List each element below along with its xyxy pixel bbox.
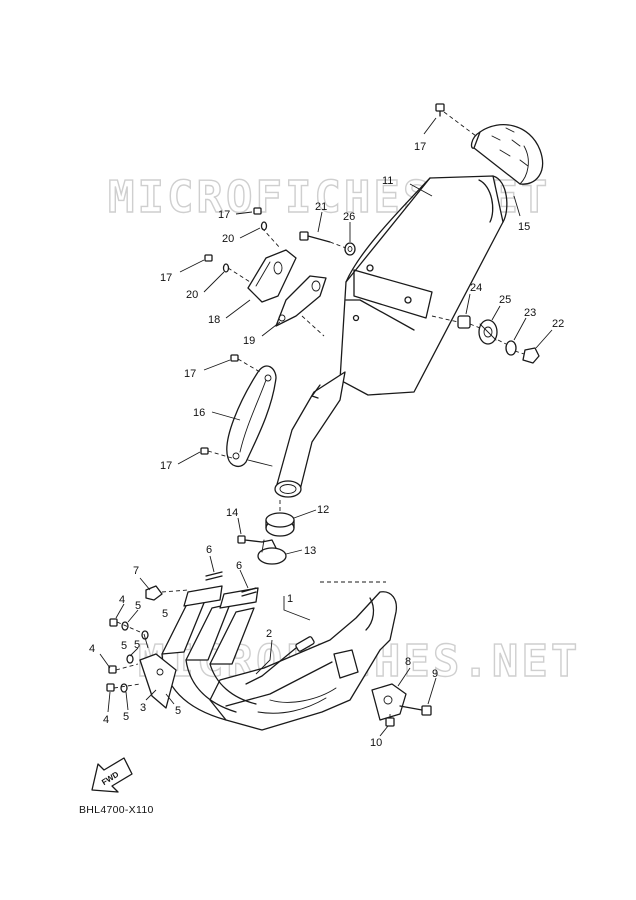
callout-20: 20: [186, 289, 198, 301]
callout-14: 14: [226, 507, 238, 519]
nut-part-22[interactable]: [522, 347, 540, 364]
bracket-part-18[interactable]: [247, 249, 297, 303]
callout-1: 1: [287, 593, 293, 605]
bolt-part-4-b[interactable]: [108, 665, 117, 674]
callout-leaders: [99, 117, 553, 737]
bolt-part-9[interactable]: [399, 705, 432, 716]
callout-11: 11: [382, 175, 393, 187]
bracket-part-3[interactable]: [139, 653, 177, 709]
callout-15: 15: [518, 221, 530, 233]
callout-4: 4: [89, 643, 95, 655]
washer-part-26[interactable]: [344, 242, 356, 256]
callout-5: 5: [135, 600, 141, 612]
callout-4: 4: [103, 714, 109, 726]
callout-12: 12: [317, 504, 329, 516]
exhaust-pipe-part-1[interactable]: [161, 585, 398, 731]
callout-17: 17: [160, 460, 172, 472]
assembly-guides: [113, 111, 525, 718]
callout-18: 18: [208, 314, 220, 326]
bolt-part-4-a[interactable]: [109, 618, 118, 627]
screw-part-17-b[interactable]: [204, 254, 213, 262]
callout-5: 5: [121, 640, 127, 652]
bolt-part-10[interactable]: [385, 717, 395, 727]
bolt-part-21[interactable]: [299, 231, 331, 243]
washer-part-20-b[interactable]: [222, 263, 230, 273]
screw-part-17-c[interactable]: [230, 354, 239, 362]
bracket-part-19[interactable]: [275, 275, 327, 327]
callout-13: 13: [304, 545, 316, 557]
bolt-part-4-c[interactable]: [106, 683, 115, 692]
callout-2: 2: [266, 628, 272, 640]
callout-6: 6: [236, 560, 242, 572]
end-cap-part-15[interactable]: [470, 124, 544, 185]
bracket-part-8[interactable]: [371, 683, 407, 721]
callout-22: 22: [552, 318, 564, 330]
gasket-part-12[interactable]: [265, 512, 295, 537]
callout-labels: 17 15 11 17 20 21 26 17 20 18 19 24 25 2…: [89, 141, 564, 749]
gasket-part-6-a[interactable]: [205, 571, 223, 581]
callout-17: 17: [184, 368, 196, 380]
muffler-part-11[interactable]: [274, 175, 508, 498]
washer-part-5-a[interactable]: [121, 621, 129, 631]
callout-24: 24: [470, 282, 482, 294]
callout-8: 8: [405, 656, 411, 668]
callout-5: 5: [123, 711, 129, 723]
washer-part-5-d[interactable]: [120, 683, 128, 693]
callout-4: 4: [119, 594, 125, 606]
callout-5: 5: [162, 608, 168, 620]
callout-17: 17: [160, 272, 172, 284]
sensor-part-2[interactable]: [245, 636, 315, 685]
callout-16: 16: [193, 407, 205, 419]
callout-23: 23: [524, 307, 536, 319]
callout-26: 26: [343, 211, 355, 223]
heat-protector-part-16[interactable]: [226, 365, 277, 468]
callout-9: 9: [432, 668, 438, 680]
gasket-part-6-b[interactable]: [241, 587, 257, 597]
bolt-part-14[interactable]: [237, 535, 263, 544]
callout-25: 25: [499, 294, 511, 306]
callout-19: 19: [243, 335, 255, 347]
screw-part-17-d[interactable]: [200, 447, 209, 455]
collar-part-24[interactable]: [457, 315, 471, 329]
forward-direction-icon: FWD: [91, 757, 133, 793]
callout-5: 5: [175, 705, 181, 717]
washer-part-5-c[interactable]: [126, 654, 134, 664]
callout-7: 7: [133, 565, 139, 577]
callout-21: 21: [315, 201, 327, 213]
callout-5: 5: [134, 639, 140, 651]
callout-17: 17: [218, 209, 230, 221]
damper-part-25[interactable]: [478, 319, 498, 345]
bolt-part-17-top[interactable]: [435, 103, 445, 117]
callout-20: 20: [222, 233, 234, 245]
callout-3: 3: [140, 702, 146, 714]
callout-6: 6: [206, 544, 212, 556]
callout-17: 17: [414, 141, 426, 153]
screw-part-17-a[interactable]: [253, 207, 262, 215]
diagram-code: BHL4700-X110: [79, 804, 154, 816]
clamp-part-13[interactable]: [257, 539, 287, 565]
callout-10: 10: [370, 737, 382, 749]
washer-part-23[interactable]: [505, 340, 517, 356]
